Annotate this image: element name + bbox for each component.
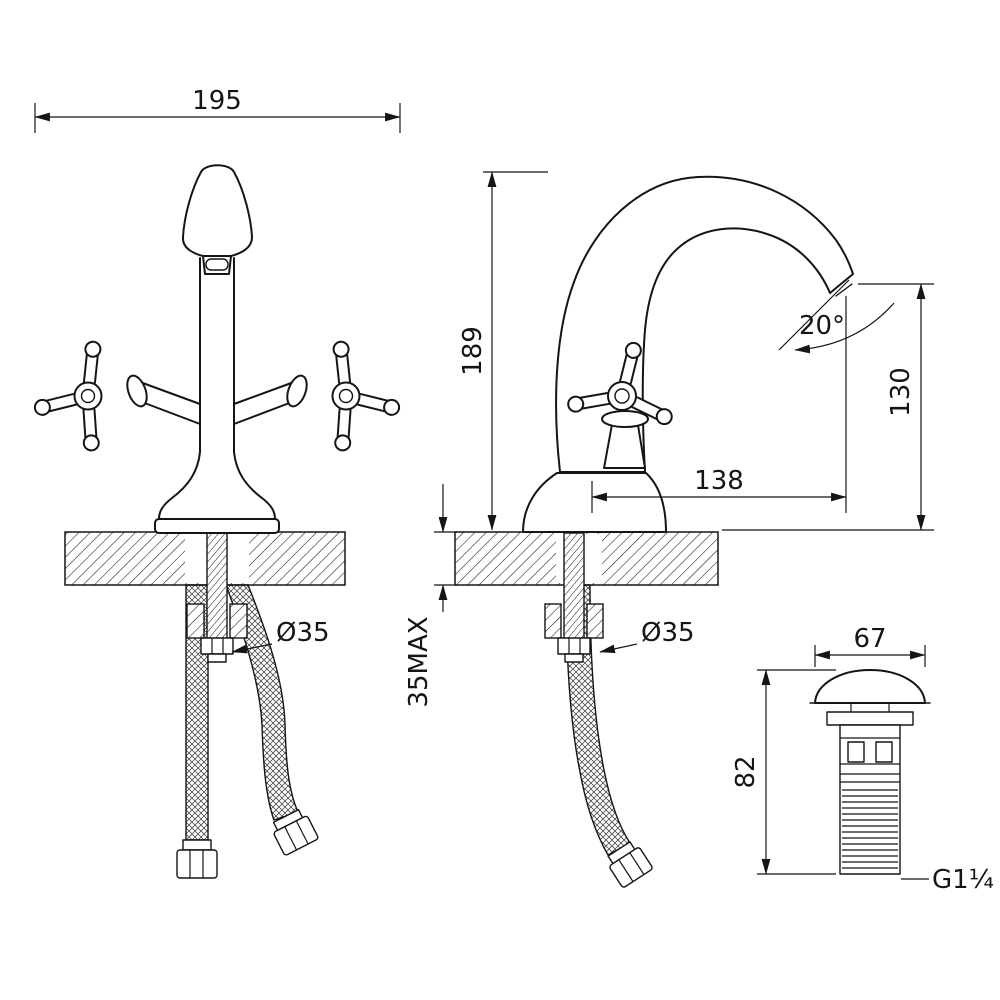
front-hose-curved-nut (272, 808, 319, 856)
side-countertop (454, 531, 719, 586)
side-dim-reach: 138 (591, 296, 847, 513)
side-hose-nut (607, 841, 653, 888)
front-width-label: 195 (192, 86, 242, 116)
side-dim-angle: 20° (778, 279, 895, 354)
drain-flange (826, 711, 914, 726)
front-left-handle (33, 340, 201, 452)
side-outlet-height-label: 130 (886, 367, 916, 417)
front-spout-cone (181, 164, 253, 257)
side-height-label: 189 (458, 326, 488, 376)
front-base-flare (158, 451, 276, 520)
front-mounting-nut (200, 637, 234, 655)
drain-body-group (809, 669, 931, 875)
drain-width-label: 67 (853, 624, 886, 654)
side-threaded-stud (563, 532, 585, 644)
side-counter-thickness-label: 35MAX (404, 616, 434, 707)
front-countertop (64, 531, 346, 586)
front-right-handle-cap (338, 388, 354, 404)
side-view: 189 20° 130 138 35MAX (404, 171, 934, 888)
front-hose-straight-nut (176, 839, 218, 879)
side-handle-cap (614, 388, 630, 404)
drain-thread-label: G1¼ (932, 865, 994, 895)
side-angle-label: 20° (799, 311, 845, 341)
front-faucet (33, 164, 401, 534)
side-base (522, 472, 667, 533)
side-stud-tail (564, 653, 584, 663)
side-spout-outlet (835, 283, 853, 297)
side-hole-label: Ø35 (641, 618, 695, 648)
drain-thread-lines (842, 789, 898, 869)
drain-slot-right (875, 741, 893, 763)
drain-cap-dome (814, 669, 926, 704)
drain-view: 67 82 G1¼ (731, 624, 994, 895)
front-dim-width: 195 (34, 86, 401, 133)
front-left-handle-flange (126, 374, 148, 408)
side-reach-label: 138 (694, 466, 744, 496)
front-threaded-stud (206, 532, 228, 644)
front-dim-hole: Ø35 (231, 618, 330, 654)
side-mounting-nut (557, 637, 591, 655)
side-dim-height: 189 (458, 171, 548, 531)
front-clamp-left (186, 603, 205, 639)
front-hoses (176, 584, 319, 879)
front-hose-curved (225, 584, 299, 821)
side-dim-counter-thickness: 35MAX (404, 484, 457, 708)
side-dim-outlet-height: 130 (722, 283, 934, 531)
drain-dim-height: 82 (731, 669, 836, 875)
side-handle-flange (601, 410, 649, 428)
front-mounting (186, 532, 248, 663)
front-hole-label: Ø35 (276, 618, 330, 648)
side-mounting (544, 532, 604, 663)
side-handle (567, 341, 673, 469)
front-right-handle-flange (286, 374, 308, 408)
front-right-handle (233, 340, 401, 452)
front-stud-tail (207, 653, 227, 663)
drain-dim-width: 67 (814, 624, 926, 667)
front-body-column (199, 257, 235, 453)
side-clamp-right (586, 603, 604, 639)
front-left-handle-cap (80, 388, 96, 404)
front-base-plate (154, 518, 280, 534)
front-view: 195 Ø35 (33, 86, 401, 879)
side-clamp-left (544, 603, 562, 639)
front-aerator-ring (205, 258, 229, 271)
drain-body-lines (840, 737, 900, 783)
drain-height-label: 82 (731, 755, 761, 788)
drain-dim-thread: G1¼ (901, 865, 994, 895)
drain-slot-left (847, 741, 865, 763)
front-clamp-right (229, 603, 248, 639)
side-dim-hole: Ø35 (599, 618, 695, 654)
side-faucet (522, 175, 854, 533)
